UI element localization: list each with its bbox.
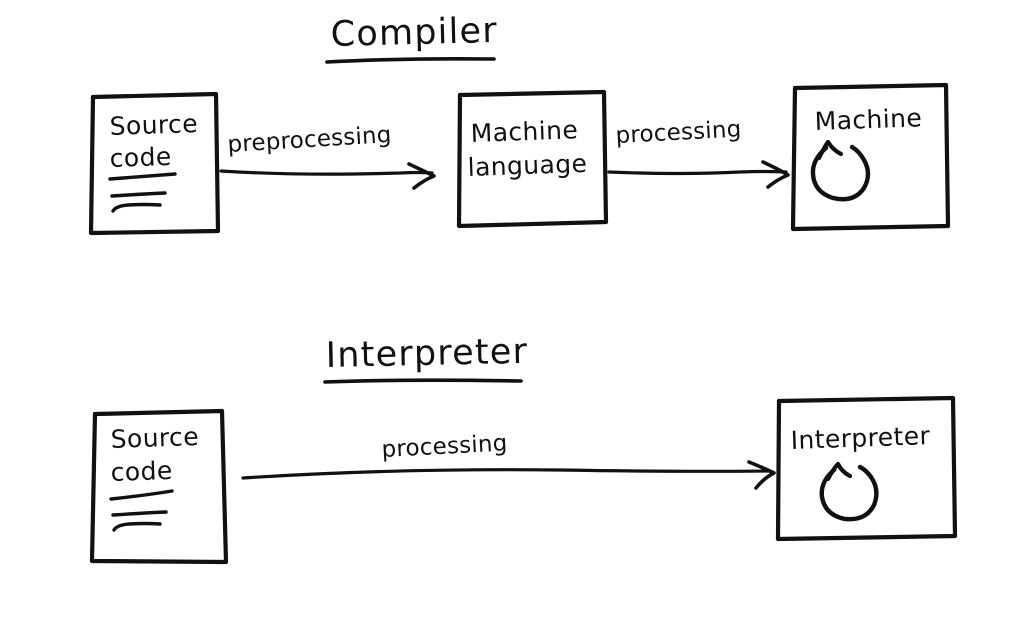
edge-preprocessing: preprocessing <box>219 122 436 190</box>
interpreter-loop-arrow-icon <box>819 461 879 522</box>
edge-processing-bottom-label: processing <box>381 430 508 463</box>
edge-preprocessing-arrowhead <box>407 162 436 190</box>
interpreter-source-code-document-lines-icon <box>109 489 174 532</box>
node-compiler-machine[interactable]: Machine <box>790 82 951 232</box>
edge-processing-top-label: processing <box>615 116 742 149</box>
machine-language-box-outline <box>456 89 609 229</box>
node-compiler-source-code[interactable]: Source code <box>88 91 221 236</box>
source-code-box-outline <box>88 91 221 236</box>
machine-loop-arrow-icon <box>810 139 871 202</box>
machine-language-label-line1: Machine <box>470 115 578 148</box>
interpreter-box-outline <box>775 395 958 542</box>
source-code-label-line2: code <box>109 142 172 173</box>
edge-processing-top-shaft <box>607 169 788 176</box>
interpreter-source-code-label-line2: code <box>110 456 173 487</box>
interpreter-source-code-label-line1: Source <box>110 422 199 454</box>
edge-processing-bottom: processing <box>241 430 776 490</box>
interpreter-source-code-box-outline <box>89 408 229 565</box>
source-code-document-lines-icon <box>108 172 177 213</box>
edge-processing-top-arrowhead <box>761 160 790 189</box>
interpreter-title-underline <box>323 378 523 384</box>
interpreter-title: Interpreter <box>325 332 528 376</box>
machine-box-outline <box>790 82 951 232</box>
edge-processing-bottom-shaft <box>241 468 772 480</box>
node-compiler-machine-language[interactable]: Machine language <box>456 89 609 229</box>
interpreter-node-label: Interpreter <box>790 421 931 455</box>
machine-language-label-line2: language <box>467 149 588 182</box>
edge-processing-top: processing <box>607 116 790 189</box>
node-interpreter-machine[interactable]: Interpreter <box>775 395 958 542</box>
node-interpreter-source-code[interactable]: Source code <box>89 408 229 565</box>
section-compiler: Compiler Source code preprocessing <box>88 11 951 236</box>
edge-preprocessing-label: preprocessing <box>227 122 393 158</box>
compiler-title-underline <box>325 57 496 64</box>
section-interpreter: Interpreter Source code processing <box>89 332 958 565</box>
source-code-label-line1: Source <box>109 109 198 141</box>
edge-preprocessing-shaft <box>219 169 434 176</box>
edge-processing-bottom-arrowhead <box>747 460 776 490</box>
machine-label: Machine <box>814 103 922 136</box>
compiler-title: Compiler <box>330 11 498 55</box>
